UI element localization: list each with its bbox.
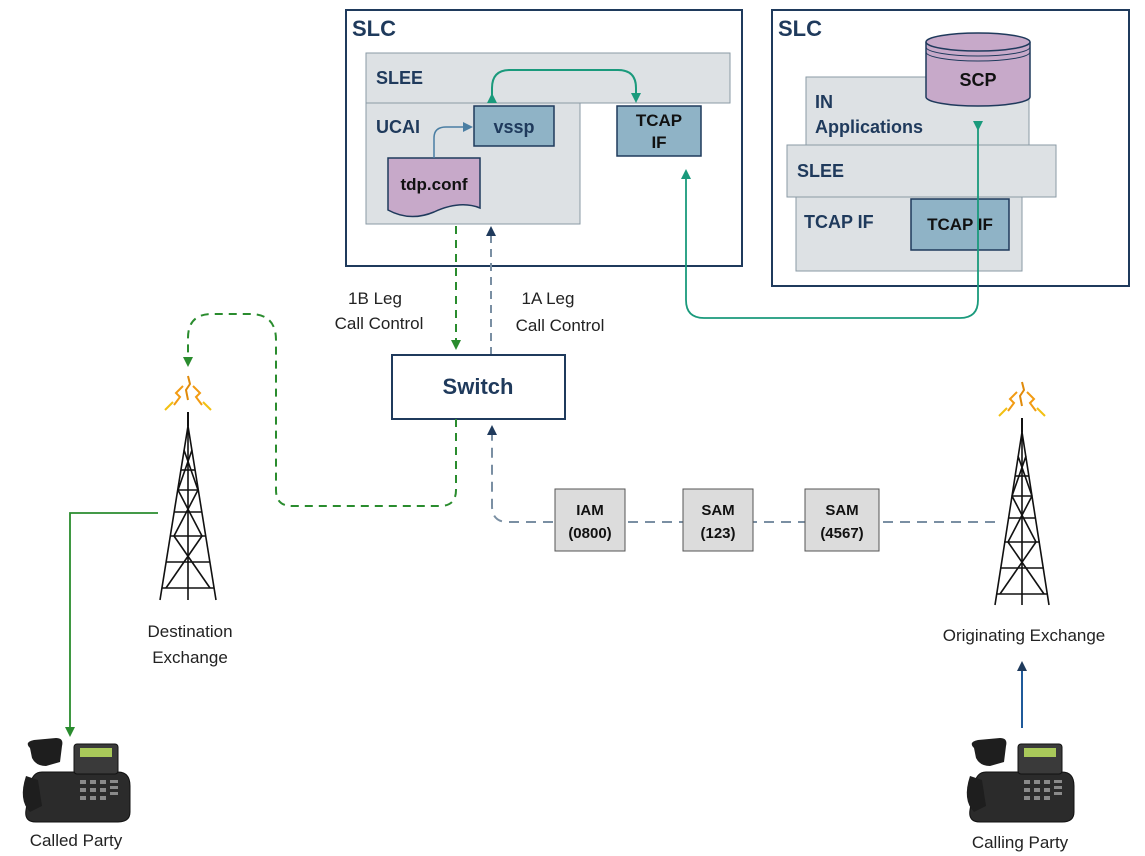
originating-tower-icon [994, 418, 1050, 606]
tcap-if-outer-label: TCAP IF [804, 212, 874, 232]
calling-party-phone-icon [966, 738, 1075, 823]
message-name: SAM [701, 502, 734, 519]
slee-label-right: SLEE [797, 161, 844, 181]
vssp-tcap-loop [487, 69, 641, 103]
destination-to-called-arrow [65, 512, 158, 737]
switch-to-destination-path [183, 313, 457, 507]
tdp-to-vssp-arrow [433, 122, 473, 158]
tcap-if-left-line2: IF [651, 133, 666, 152]
leg-1b-label-line1: 1B Leg [348, 289, 402, 308]
originating-signal-icon [998, 381, 1046, 417]
originating-to-switch-path [487, 425, 995, 523]
called-party-label: Called Party [30, 831, 123, 850]
tcap-if-inner-label: TCAP IF [927, 215, 993, 234]
slc-right: SLC IN Applications SCP SLEE TCAP IF TCA… [771, 9, 1130, 287]
scp-database: SCP [925, 32, 1031, 107]
message-digits: (0800) [568, 525, 611, 542]
message-sam-1: SAM (123) [682, 488, 754, 552]
slee-label-left: SLEE [376, 68, 423, 88]
leg-1b-label-line2: Call Control [335, 314, 424, 333]
called-party-phone-icon [22, 738, 131, 823]
tcap-if-inner-box [910, 198, 1010, 251]
leg-1a-label-line2: Call Control [516, 316, 605, 335]
message-name: IAM [576, 502, 604, 519]
scp-label: SCP [959, 70, 996, 90]
vssp-label: vssp [493, 117, 534, 137]
leg-1a-label-line1: 1A Leg [522, 289, 575, 308]
vssp-box [473, 105, 555, 147]
tdp-conf-document [387, 157, 481, 218]
tcap-if-left-line1: TCAP [636, 111, 682, 130]
switch-box [391, 354, 566, 420]
ucai-label: UCAI [376, 117, 420, 137]
originating-exchange-label: Originating Exchange [943, 626, 1106, 645]
calling-party-label: Calling Party [972, 833, 1069, 852]
message-digits: (4567) [820, 525, 863, 542]
message-iam: IAM (0800) [554, 488, 626, 552]
message-sam-2: SAM (4567) [804, 488, 880, 552]
slc-left: SLC SLEE UCAI vssp TCAP IF tdp.conf [345, 9, 743, 267]
message-name: SAM [825, 502, 858, 519]
slc-left-title: SLC [352, 16, 396, 41]
destination-exchange-line1: Destination [147, 622, 232, 641]
tdp-conf-label: tdp.conf [400, 175, 467, 194]
destination-signal-icon [164, 375, 212, 411]
tcap-link-arrow [681, 121, 983, 319]
in-apps-line1: IN [815, 92, 833, 112]
message-digits: (123) [700, 525, 735, 542]
slc-right-title: SLC [778, 16, 822, 41]
destination-exchange-line2: Exchange [152, 648, 228, 667]
in-apps-line2: Applications [815, 117, 923, 137]
destination-tower-icon [159, 412, 217, 601]
switch-label: Switch [443, 374, 514, 399]
